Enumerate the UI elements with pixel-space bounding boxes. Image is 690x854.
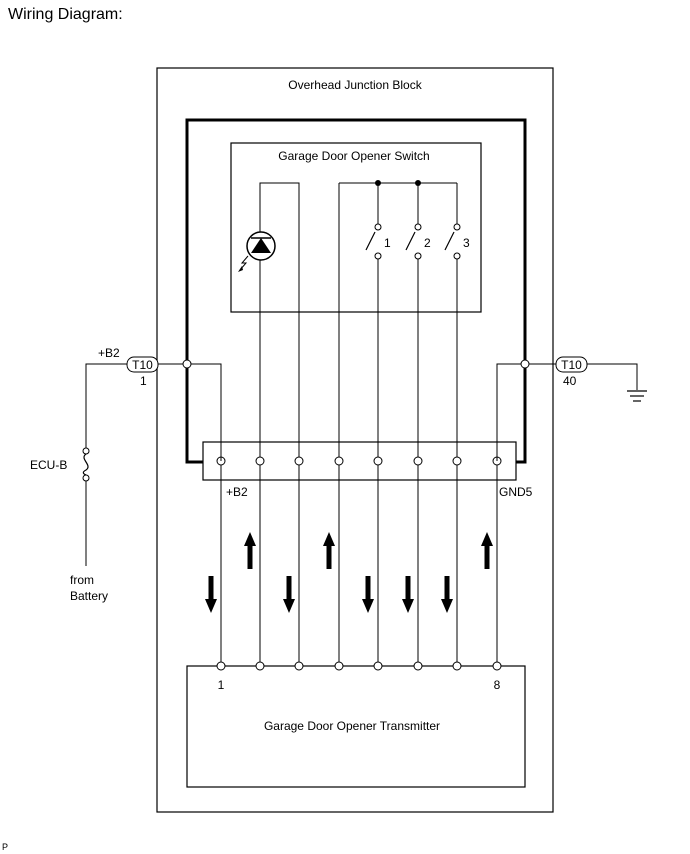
signal-arrow-up-8 <box>481 532 493 569</box>
junction-block-outline <box>156 67 554 813</box>
signal-arrow-down-3 <box>283 576 295 613</box>
signal-arrow-down-6 <box>402 576 414 613</box>
transmitter-pin-1-label: 1 <box>218 678 225 692</box>
footer-mark: P <box>2 842 9 852</box>
strip-terminal-4 <box>334 456 344 466</box>
left-circuit-wires <box>85 363 222 566</box>
left-connector-label: T10 <box>132 358 153 372</box>
switch-1-label: 1 <box>384 236 391 250</box>
battery-source-line1: from <box>70 573 94 587</box>
switch-3: 3 <box>444 223 470 260</box>
signal-arrow-up-4 <box>323 532 335 569</box>
switch-3-label: 3 <box>463 236 470 250</box>
switch-1: 1 <box>365 223 391 260</box>
switch-top-wires <box>259 182 458 247</box>
signal-arrow-down-1 <box>205 576 217 613</box>
transmitter-terminal-5 <box>373 661 383 671</box>
strip-terminal-3 <box>294 456 304 466</box>
switch-2: 2 <box>405 223 431 260</box>
transmitter-title: Garage Door Opener Transmitter <box>264 719 440 733</box>
gnd-external-wire <box>587 363 638 390</box>
transmitter-terminal-4 <box>334 661 344 671</box>
left-connector-t10: T10 <box>126 356 159 373</box>
transmitter-box <box>186 665 526 788</box>
signal-arrow-down-5 <box>362 576 374 613</box>
led-loop-wire <box>259 182 300 247</box>
switch-box-title: Garage Door Opener Switch <box>278 149 429 163</box>
strip-terminal-6 <box>413 456 423 466</box>
led-indicator-icon <box>238 231 276 272</box>
left-connector-pin: 1 <box>140 374 147 388</box>
junction-dot-2 <box>415 180 421 186</box>
left-wire-label: +B2 <box>98 346 120 360</box>
fuse-icon <box>82 447 90 482</box>
transmitter-terminal-6 <box>413 661 423 671</box>
signal-arrow-up-2 <box>244 532 256 569</box>
right-splice-terminal <box>520 359 530 369</box>
transmitter-pin-8-label: 8 <box>494 678 501 692</box>
fuse-label: ECU-B <box>30 458 67 472</box>
transmitter-terminal-1 <box>216 661 226 671</box>
page-title: Wiring Diagram: <box>8 6 123 23</box>
strip-terminal-5 <box>373 456 383 466</box>
signal-arrow-down-7 <box>441 576 453 613</box>
transmitter-terminal-8 <box>492 661 502 671</box>
battery-source-line2: Battery <box>70 589 108 603</box>
junction-block-title: Overhead Junction Block <box>288 78 422 92</box>
b2-internal-wire <box>187 363 222 461</box>
transmitter-terminal-2 <box>255 661 265 671</box>
signal-arrows <box>205 532 493 613</box>
ground-icon <box>627 390 647 402</box>
left-splice-terminal <box>182 359 192 369</box>
connector-strip <box>202 441 517 481</box>
strip-terminals <box>216 456 502 466</box>
b2-external-wire <box>85 363 127 448</box>
right-connector-pin: 40 <box>563 374 577 388</box>
strip-terminal-7 <box>452 456 462 466</box>
strip-gnd5-label: GND5 <box>499 485 533 499</box>
right-connector-label: T10 <box>561 358 582 372</box>
switch-2-label: 2 <box>424 236 431 250</box>
transmitter-terminals <box>216 661 502 671</box>
strip-terminal-2 <box>255 456 265 466</box>
switch-box <box>230 142 482 313</box>
right-circuit-wires <box>496 363 638 461</box>
right-connector-t10: T10 <box>555 356 588 373</box>
junction-dot-1 <box>375 180 381 186</box>
gnd-internal-wire <box>496 363 525 461</box>
strip-b2-label: +B2 <box>226 485 248 499</box>
transmitter-terminal-7 <box>452 661 462 671</box>
transmitter-terminal-3 <box>294 661 304 671</box>
